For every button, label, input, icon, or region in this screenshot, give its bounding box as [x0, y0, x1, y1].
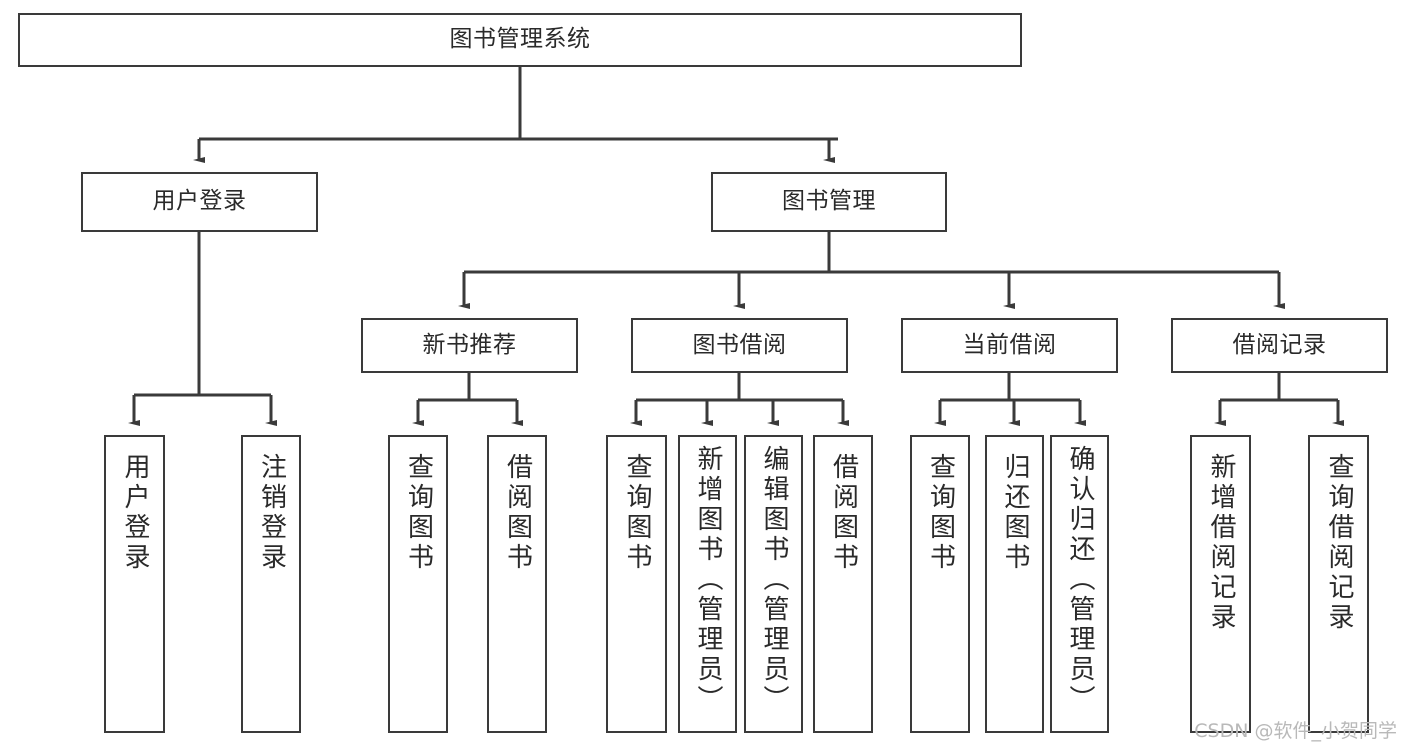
- node-borrow-record[interactable]: 借阅记录: [1171, 318, 1388, 373]
- node-leaf-return-book-label: 归还图书: [1000, 453, 1031, 573]
- node-user-login-label: 用户登录: [152, 188, 247, 215]
- node-leaf-edit-book[interactable]: 编辑图书（管理员）: [744, 435, 803, 733]
- node-leaf-borrow-book-2-label: 借阅图书: [828, 453, 859, 573]
- csdn-watermark: CSDN @软件_小贺同学: [1194, 720, 1397, 742]
- node-root[interactable]: 图书管理系统: [18, 13, 1022, 67]
- node-leaf-add-record[interactable]: 新增借阅记录: [1190, 435, 1251, 733]
- node-leaf-query-book-2-label: 查询图书: [622, 453, 653, 573]
- node-leaf-logout[interactable]: 注销登录: [241, 435, 301, 733]
- node-leaf-query-book-1[interactable]: 查询图书: [388, 435, 448, 733]
- node-leaf-return-book[interactable]: 归还图书: [985, 435, 1044, 733]
- node-leaf-logout-label: 注销登录: [256, 453, 287, 573]
- node-book-manage[interactable]: 图书管理: [711, 172, 947, 232]
- node-leaf-query-record[interactable]: 查询借阅记录: [1308, 435, 1369, 733]
- node-leaf-edit-book-label: 编辑图书（管理员）: [759, 445, 790, 715]
- node-new-book-rec[interactable]: 新书推荐: [361, 318, 578, 373]
- node-book-borrow-label: 图书借阅: [692, 331, 787, 358]
- node-leaf-confirm-return[interactable]: 确认归还（管理员）: [1050, 435, 1109, 733]
- node-leaf-query-book-3[interactable]: 查询图书: [910, 435, 970, 733]
- node-borrow-record-label: 借阅记录: [1232, 331, 1327, 358]
- node-current-borrow[interactable]: 当前借阅: [901, 318, 1118, 373]
- node-leaf-query-book-3-label: 查询图书: [925, 453, 956, 573]
- node-leaf-add-book[interactable]: 新增图书（管理员）: [678, 435, 737, 733]
- node-leaf-borrow-book-2[interactable]: 借阅图书: [813, 435, 873, 733]
- node-user-login[interactable]: 用户登录: [81, 172, 318, 232]
- node-leaf-add-book-label: 新增图书（管理员）: [693, 445, 724, 715]
- node-leaf-add-record-label: 新增借阅记录: [1206, 453, 1237, 633]
- node-current-borrow-label: 当前借阅: [962, 331, 1057, 358]
- node-leaf-query-book-1-label: 查询图书: [403, 453, 434, 573]
- node-new-book-rec-label: 新书推荐: [422, 331, 517, 358]
- node-leaf-borrow-book-1-label: 借阅图书: [502, 453, 533, 573]
- node-leaf-confirm-return-label: 确认归还（管理员）: [1065, 445, 1096, 715]
- node-book-manage-label: 图书管理: [782, 188, 876, 215]
- node-leaf-user-login[interactable]: 用户登录: [104, 435, 165, 733]
- node-leaf-borrow-book-1[interactable]: 借阅图书: [487, 435, 547, 733]
- node-book-borrow[interactable]: 图书借阅: [631, 318, 848, 373]
- node-leaf-query-record-label: 查询借阅记录: [1324, 453, 1355, 633]
- node-leaf-query-book-2[interactable]: 查询图书: [606, 435, 667, 733]
- node-root-label: 图书管理系统: [449, 26, 591, 53]
- node-leaf-user-login-label: 用户登录: [120, 453, 151, 573]
